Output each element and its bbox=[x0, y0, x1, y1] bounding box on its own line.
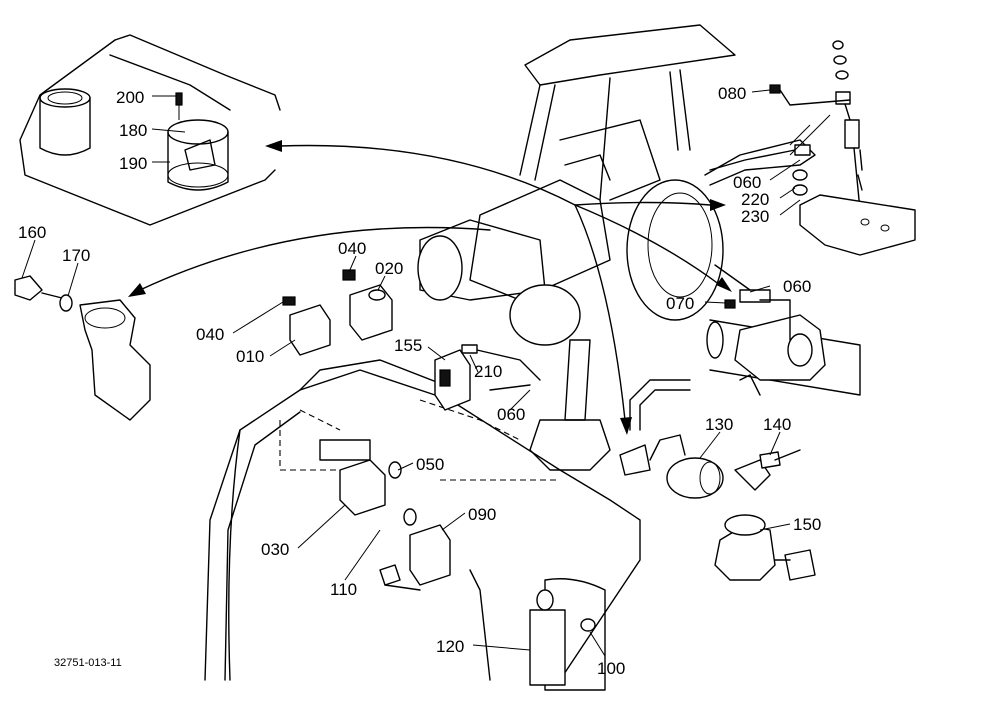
bracket-and-wiring bbox=[704, 40, 916, 256]
label-100: 100 bbox=[597, 659, 625, 678]
label-060-upper-right: 060 bbox=[733, 173, 761, 192]
label-050: 050 bbox=[416, 455, 444, 474]
label-155: 155 bbox=[394, 336, 422, 355]
label-230: 230 bbox=[741, 207, 769, 226]
label-130: 130 bbox=[705, 415, 733, 434]
tractor-body bbox=[417, 24, 736, 346]
label-110: 110 bbox=[330, 580, 357, 599]
steering-shaft-group bbox=[706, 264, 861, 396]
label-190: 190 bbox=[119, 154, 147, 173]
label-210: 210 bbox=[474, 362, 502, 381]
label-180: 180 bbox=[119, 121, 147, 140]
fuel-tank-inset bbox=[19, 34, 281, 226]
label-150: 150 bbox=[793, 515, 821, 534]
label-160: 160 bbox=[18, 223, 46, 242]
label-220: 220 bbox=[741, 190, 769, 209]
label-200: 200 bbox=[116, 88, 144, 107]
label-140: 140 bbox=[763, 415, 791, 434]
label-060-right: 060 bbox=[783, 277, 811, 296]
panel-components bbox=[282, 269, 611, 686]
drawing-code: 32751-013-11 bbox=[54, 657, 122, 669]
key-switch-group bbox=[619, 379, 816, 581]
label-010: 010 bbox=[236, 347, 264, 366]
label-030: 030 bbox=[261, 540, 289, 559]
label-060-center: 060 bbox=[497, 405, 525, 424]
label-090: 090 bbox=[468, 505, 496, 524]
label-120: 120 bbox=[436, 637, 464, 656]
label-170: 170 bbox=[62, 246, 90, 265]
label-020: 020 bbox=[375, 259, 403, 278]
water-temp-sender-group bbox=[14, 275, 151, 421]
dash-panel bbox=[204, 359, 641, 691]
part-labels: 200 180 190 160 170 040 020 040 010 155 … bbox=[18, 84, 821, 678]
label-040-top: 040 bbox=[338, 239, 366, 258]
pointer-arrows bbox=[128, 140, 732, 435]
label-080: 080 bbox=[718, 84, 746, 103]
leader-lines bbox=[21, 89, 801, 657]
label-040-left: 040 bbox=[196, 325, 224, 344]
label-070: 070 bbox=[666, 294, 694, 313]
